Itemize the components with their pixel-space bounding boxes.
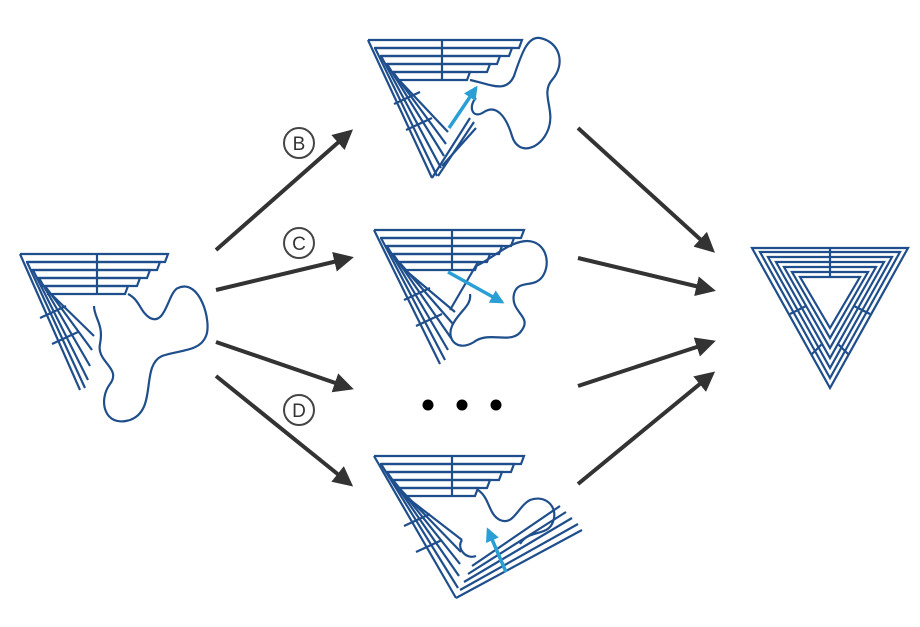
intermediate-b [367,36,561,179]
pathway-label-d: D [283,394,315,426]
intermediate-c-strands [373,228,526,365]
arrow-from-c [577,256,716,297]
pathway-label-d-text: D [292,401,306,422]
ellipsis-dot [456,399,468,411]
intermediate-c-unfolded-scaffold [449,239,548,347]
ellipsis-dot [490,399,502,411]
initial-unfolded-scaffold [92,285,209,423]
ellipsis-icon [422,399,502,411]
pathway-label-b-text: B [293,134,306,155]
final-triangle [750,246,910,391]
arrow-to-ellipsis [215,340,354,393]
intermediate-c [373,228,548,365]
pathway-label-c-text: C [292,234,306,255]
arrow-to-d [214,374,354,487]
arrow-to-c [215,251,354,292]
arrow-to-b [214,129,354,252]
growth-arrow-c [447,270,505,304]
arrow-from-ellipsis [577,337,716,388]
arrow-from-b [576,126,715,253]
intermediate-d [373,454,583,599]
initial-strands [18,252,170,391]
pathway-arrows-out [576,126,716,486]
intermediate-b-unfolded-scaffold [469,36,561,150]
pathway-label-c: C [283,227,315,259]
intermediate-d-unfolded-scaffold [459,489,556,558]
pathway-arrows-in [214,129,354,487]
pathway-label-b: B [283,127,315,159]
intermediate-d-strands [373,454,583,599]
ellipsis-dot [422,399,434,411]
intermediate-b-strands [367,38,524,179]
growth-arrow-b [447,85,478,129]
initial-structure [18,252,209,423]
growth-arrow-d [485,527,508,573]
arrow-from-d [576,371,716,486]
